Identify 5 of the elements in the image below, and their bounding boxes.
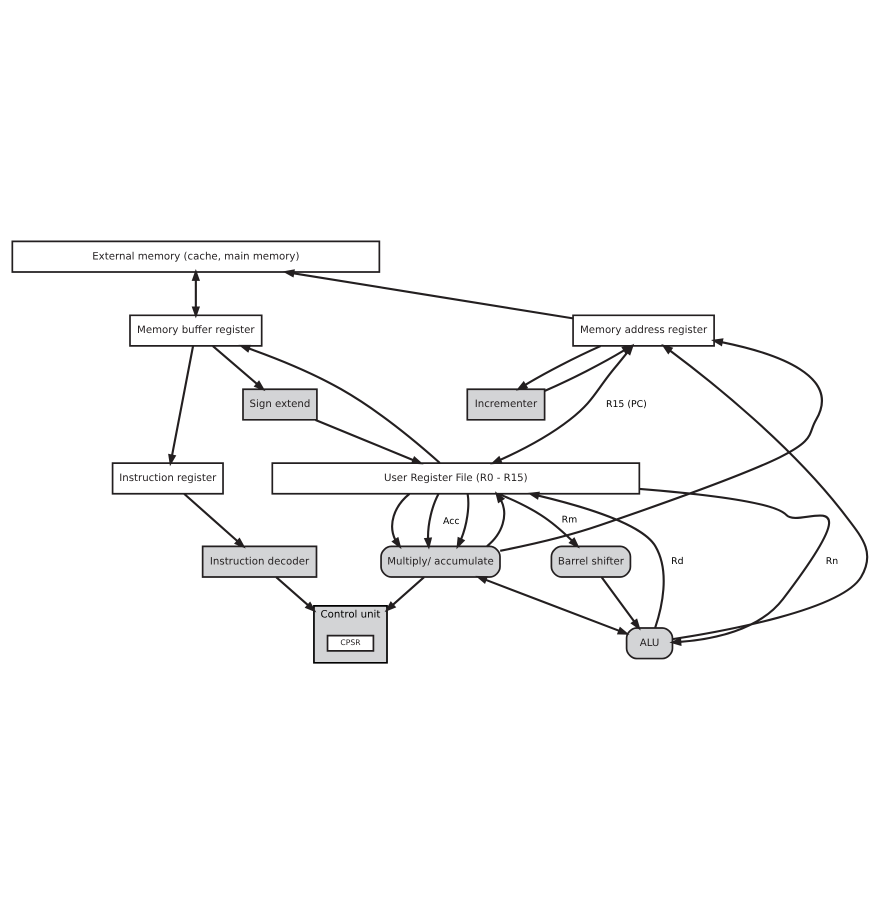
edge-label: Acc	[443, 516, 460, 527]
edge-label: Rn	[826, 556, 838, 567]
edge-label: R15 (PC)	[606, 398, 647, 410]
edge-label: Rd	[671, 556, 684, 567]
edge-label: Rm	[562, 514, 578, 525]
